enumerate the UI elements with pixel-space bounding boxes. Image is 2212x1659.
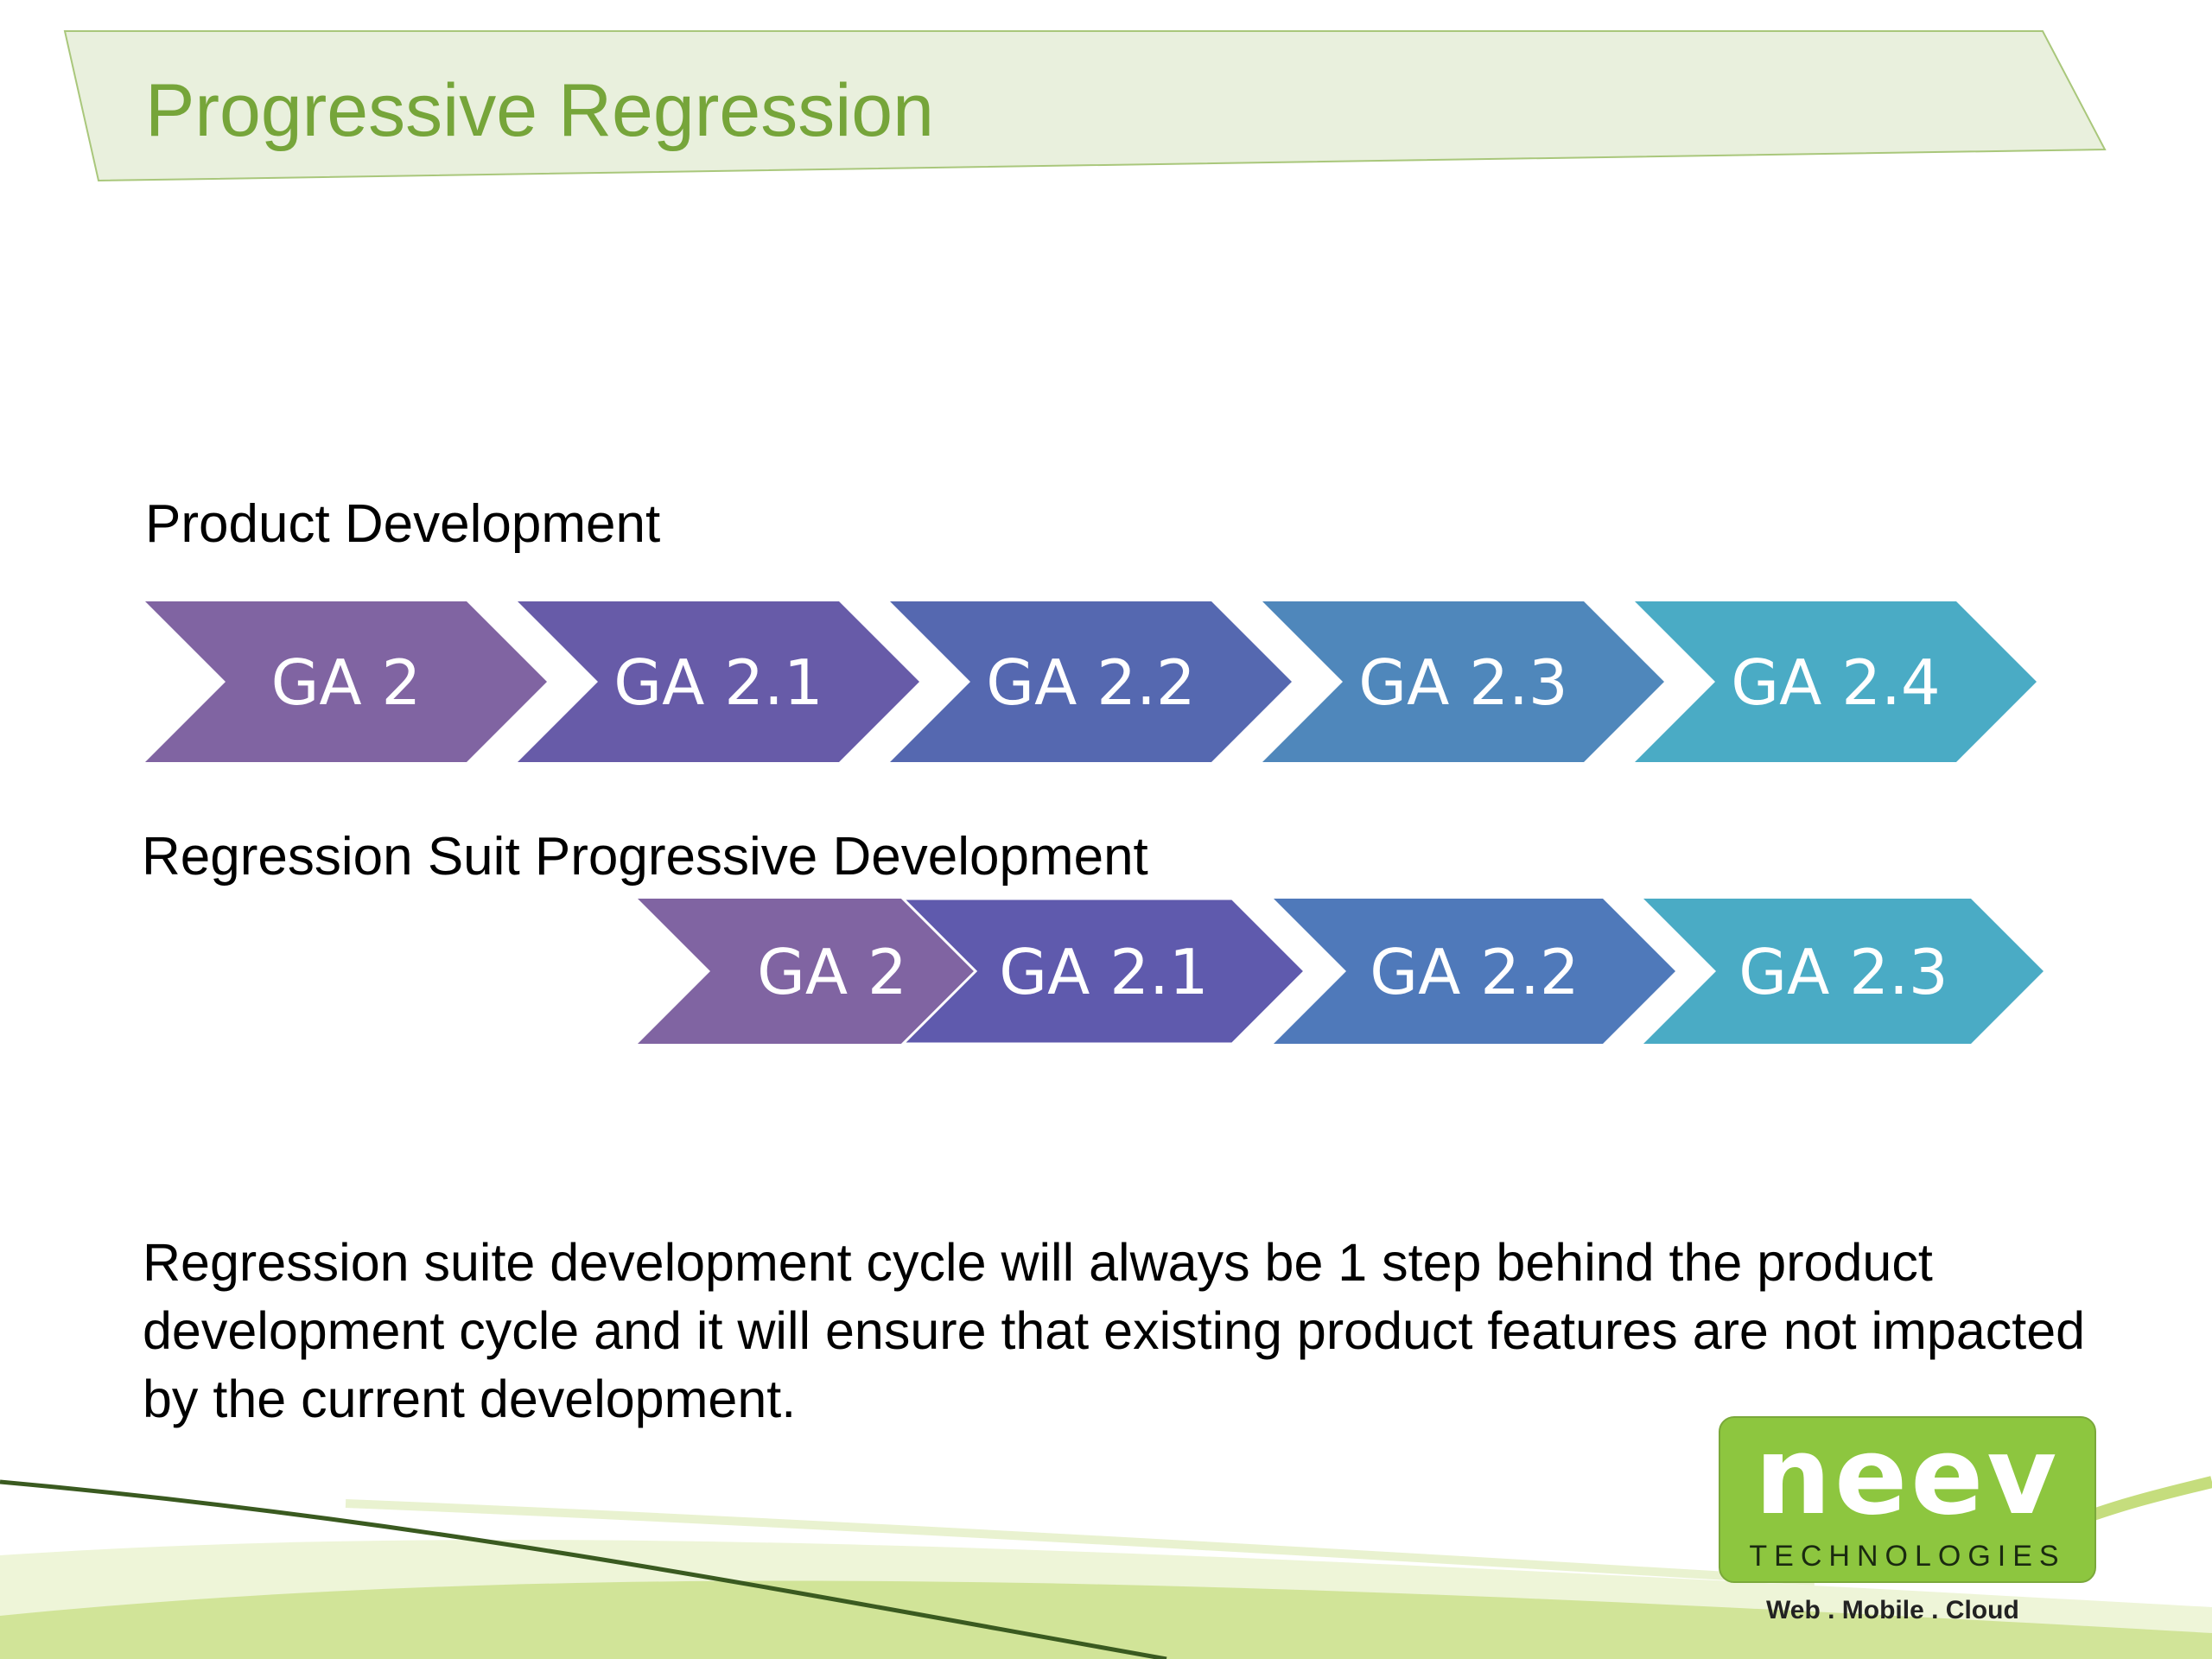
description-text: Regression suite development cycle will … [143, 1233, 2086, 1428]
chevron-label: GA 2.3 [1358, 646, 1567, 719]
chevron-shape [1635, 601, 2037, 762]
bottom-swoosh-decoration [0, 1476, 2212, 1659]
chevron-step: GA 2.3 [1262, 601, 1664, 762]
title-banner [63, 30, 2107, 182]
chevron-label: GA 2.1 [999, 936, 1208, 1008]
logo-wordmark: neev [1754, 1416, 2061, 1539]
chevron-label: GA 2 [271, 646, 422, 719]
chevron-shape [1262, 601, 1664, 762]
chevron-step: GA 2 [145, 601, 547, 762]
chevron-label: GA 2.2 [1370, 936, 1579, 1008]
chevron-shape [1643, 899, 2044, 1044]
chevron-shape [890, 601, 1292, 762]
chevron-step: GA 2.4 [1635, 601, 2037, 762]
chevron-step: GA 2.1 [518, 601, 919, 762]
chevron-step: GA 2.2 [1274, 899, 1675, 1044]
logo-subtitle: TECHNOLOGIES [1749, 1540, 2066, 1573]
chevron-label: GA 2 [757, 936, 907, 1008]
neev-logo: neev TECHNOLOGIES [1719, 1416, 2096, 1583]
chevron-step: GA 2.1 [899, 897, 1307, 1046]
chevron-shape [518, 601, 919, 762]
regression-suite-label: Regression Suit Progressive Development [142, 827, 1148, 887]
chevron-shape [899, 897, 1307, 1046]
chevron-shape [1274, 899, 1675, 1044]
chevron-step: GA 2.2 [890, 601, 1292, 762]
slide-title: Progressive Regression [145, 69, 934, 152]
chevron-step: GA 2.3 [1643, 899, 2044, 1044]
chevron-shape [145, 601, 547, 762]
product-development-chevrons: GA 2 GA 2.1 GA 2.2 GA 2.3 GA 2.4 [145, 601, 2037, 762]
chevron-step: GA 2 [638, 899, 975, 1044]
chevron-label: GA 2.3 [1738, 936, 1948, 1008]
chevron-label: GA 2.1 [613, 646, 823, 719]
product-development-label: Product Development [145, 494, 661, 554]
logo-tagline: Web . Mobile . Cloud [1766, 1596, 2019, 1624]
chevron-label: GA 2.2 [986, 646, 1195, 719]
chevron-label: GA 2.4 [1731, 646, 1940, 719]
chevron-shape [638, 899, 975, 1044]
regression-suite-chevrons: GA 2 GA 2.1 GA 2.2 GA 2.3 [638, 897, 2044, 1046]
